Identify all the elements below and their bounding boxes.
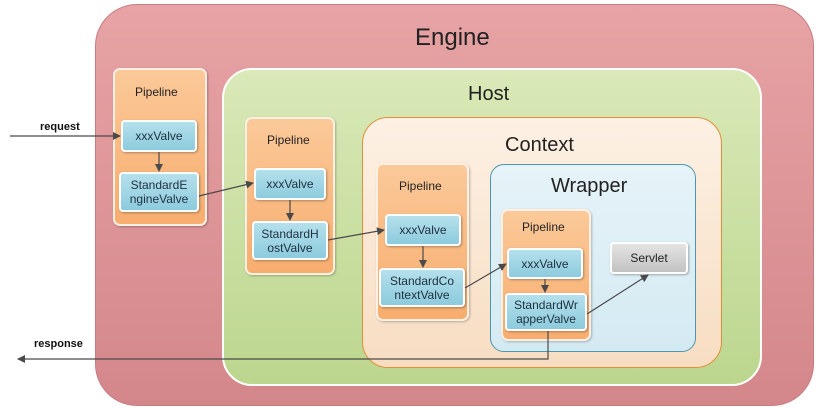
host-title: Host: [468, 83, 510, 105]
engine-pipeline-label: Pipeline: [135, 85, 178, 99]
wrapper-xxx-valve: xxxValve: [507, 248, 583, 279]
standard-wrapper-valve: StandardWrapperValve: [505, 293, 587, 331]
servlet-box: Servlet: [610, 242, 688, 274]
context-title: Context: [505, 134, 574, 156]
context-xxx-valve: xxxValve: [385, 214, 461, 246]
context-pipeline-label: Pipeline: [399, 179, 442, 193]
request-label: request: [40, 121, 80, 133]
engine-to-host-arrow: [198, 180, 254, 197]
context-to-wrapper-arrow: [464, 263, 507, 289]
host-pipeline-label: Pipeline: [267, 133, 310, 147]
wrapper-title: Wrapper: [551, 175, 628, 197]
host-to-context-arrow: [327, 227, 385, 241]
standard-host-valve: StandardHostValve: [252, 221, 328, 260]
response-label: response: [34, 338, 83, 350]
wrapper-pipeline-label: Pipeline: [522, 220, 565, 234]
wrapper-to-servlet-arrow: [586, 274, 649, 315]
engine-title: Engine: [415, 24, 490, 51]
host-xxx-valve: xxxValve: [254, 168, 326, 200]
standard-context-valve: StandardContextValve: [379, 268, 465, 307]
standard-engine-valve: StandardEngineValve: [119, 172, 199, 212]
response-arrow: [17, 331, 549, 363]
engine-xxx-valve: xxxValve: [121, 120, 197, 152]
